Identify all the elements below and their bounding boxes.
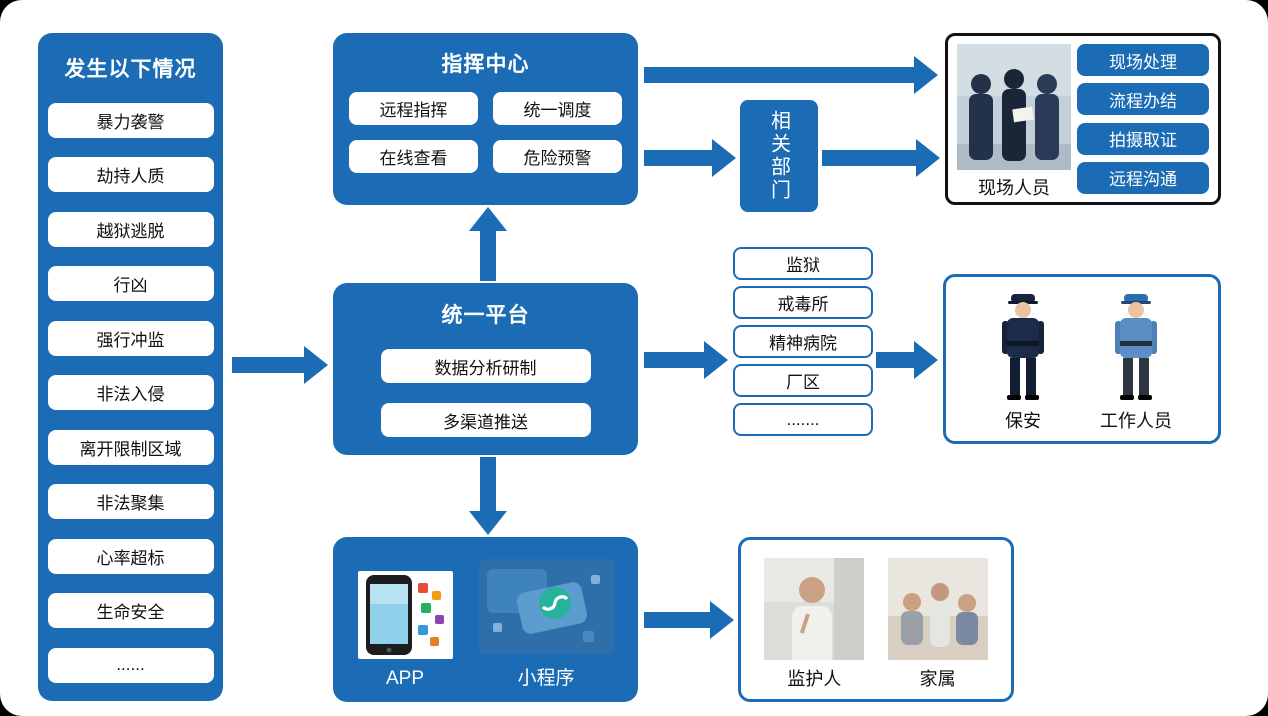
situation-pill-escape: 越狱逃脱 — [47, 211, 214, 247]
situation-pill-more: ...... — [47, 647, 214, 683]
action-pill-remote-communication: 远程沟通 — [1077, 161, 1209, 194]
command-center-title: 指挥中心 — [441, 53, 530, 76]
field-personnel-label: 现场人员 — [978, 178, 1050, 198]
family-label: 家属 — [919, 669, 956, 689]
situation-pill-leave-area: 离开限制区域 — [47, 429, 214, 465]
arrow-command-center-to-departments — [644, 139, 736, 177]
guardian-photo — [764, 558, 865, 660]
situation-pill-assault: 行凶 — [47, 266, 214, 302]
situation-pill-hostage: 劫持人质 — [47, 157, 214, 193]
situation-pill-heart-rate: 心率超标 — [47, 538, 214, 574]
action-pill-process-closure: 流程办结 — [1077, 83, 1209, 116]
panel-command-center: 指挥中心 远程指挥 统一调度 在线查看 危险预警 — [333, 33, 638, 205]
situation-pill-life-safety: 生命安全 — [47, 593, 214, 629]
command-pill-danger-warning: 危险预警 — [493, 140, 622, 173]
app-channel-label: APP — [385, 668, 425, 689]
action-pill-photo-evidence: 拍摄取证 — [1077, 122, 1209, 155]
arrow-departments-to-field-group — [822, 139, 940, 177]
security-guard-figure — [1002, 294, 1044, 400]
platform-pill-multichannel-push: 多渠道推送 — [380, 403, 591, 437]
field-actions: 现场处理 流程办结 拍摄取证 远程沟通 — [1077, 44, 1209, 194]
situation-pill-gathering: 非法聚集 — [47, 484, 214, 520]
family-column: 家属 — [887, 558, 988, 691]
staff-officer-label: 工作人员 — [1100, 411, 1172, 431]
unified-platform-title: 统一平台 — [441, 304, 530, 327]
site-pill-prison: 监狱 — [733, 247, 873, 280]
situation-pill-violence: 暴力袭警 — [47, 102, 214, 138]
mini-program-label: 小程序 — [517, 668, 575, 689]
command-pill-remote-command: 远程指挥 — [349, 92, 478, 125]
command-pill-unified-dispatch: 统一调度 — [493, 92, 622, 125]
security-guard-column: 保安 — [992, 291, 1054, 433]
panel-channels: APP 小程序 — [333, 537, 638, 702]
guardian-column: 监护人 — [764, 558, 865, 691]
security-guard-label: 保安 — [1005, 411, 1041, 431]
staff-group-box: 保安 工作人员 — [943, 274, 1221, 444]
arrow-channels-to-family — [644, 601, 734, 639]
mini-program-column: 小程序 — [478, 559, 614, 690]
family-photo — [887, 558, 988, 660]
situation-pill-rush: 强行冲监 — [47, 320, 214, 356]
field-personnel-group: 现场人员 现场处理 流程办结 拍摄取证 远程沟通 — [945, 33, 1221, 205]
sites-list: 监狱 戒毒所 精神病院 厂区 ....... — [733, 247, 873, 436]
panel-trigger-situations: 发生以下情况 暴力袭警 劫持人质 越狱逃脱 行凶 强行冲监 非法入侵 离开限制区… — [38, 33, 223, 701]
app-channel-column: APP — [357, 571, 453, 690]
arrow-sites-to-staff — [876, 341, 938, 379]
action-pill-onsite-handling: 现场处理 — [1077, 44, 1209, 76]
site-pill-more: ....... — [733, 403, 873, 436]
arrow-situations-to-platform — [232, 346, 328, 384]
staff-officer-column: 工作人员 — [1100, 291, 1172, 433]
smartphone-app-image — [357, 571, 453, 659]
family-group-box: 监护人 家属 — [738, 537, 1014, 702]
command-center-features: 远程指挥 统一调度 在线查看 危险预警 — [333, 78, 638, 173]
arrow-platform-to-channels — [469, 457, 507, 535]
command-pill-online-view: 在线查看 — [349, 140, 478, 173]
mini-program-image — [478, 559, 614, 654]
arrow-command-center-to-field-group — [644, 56, 938, 94]
guardian-label: 监护人 — [787, 669, 842, 689]
staff-officer-figure — [1115, 294, 1157, 400]
panel-unified-platform: 统一平台 数据分析研制 多渠道推送 — [333, 283, 638, 455]
site-pill-psychiatric-hospital: 精神病院 — [733, 325, 873, 358]
site-pill-rehab-center: 戒毒所 — [733, 286, 873, 319]
arrow-platform-to-sites — [644, 341, 728, 379]
left-panel-title: 发生以下情况 — [64, 58, 197, 81]
related-departments-box: 相关部门 — [740, 100, 818, 212]
platform-pill-data-analysis: 数据分析研制 — [380, 349, 591, 383]
police-officers-photo — [957, 44, 1071, 170]
site-pill-factory: 厂区 — [733, 364, 873, 397]
arrow-platform-to-command-center — [469, 207, 507, 281]
situation-pill-intrusion: 非法入侵 — [47, 375, 214, 411]
